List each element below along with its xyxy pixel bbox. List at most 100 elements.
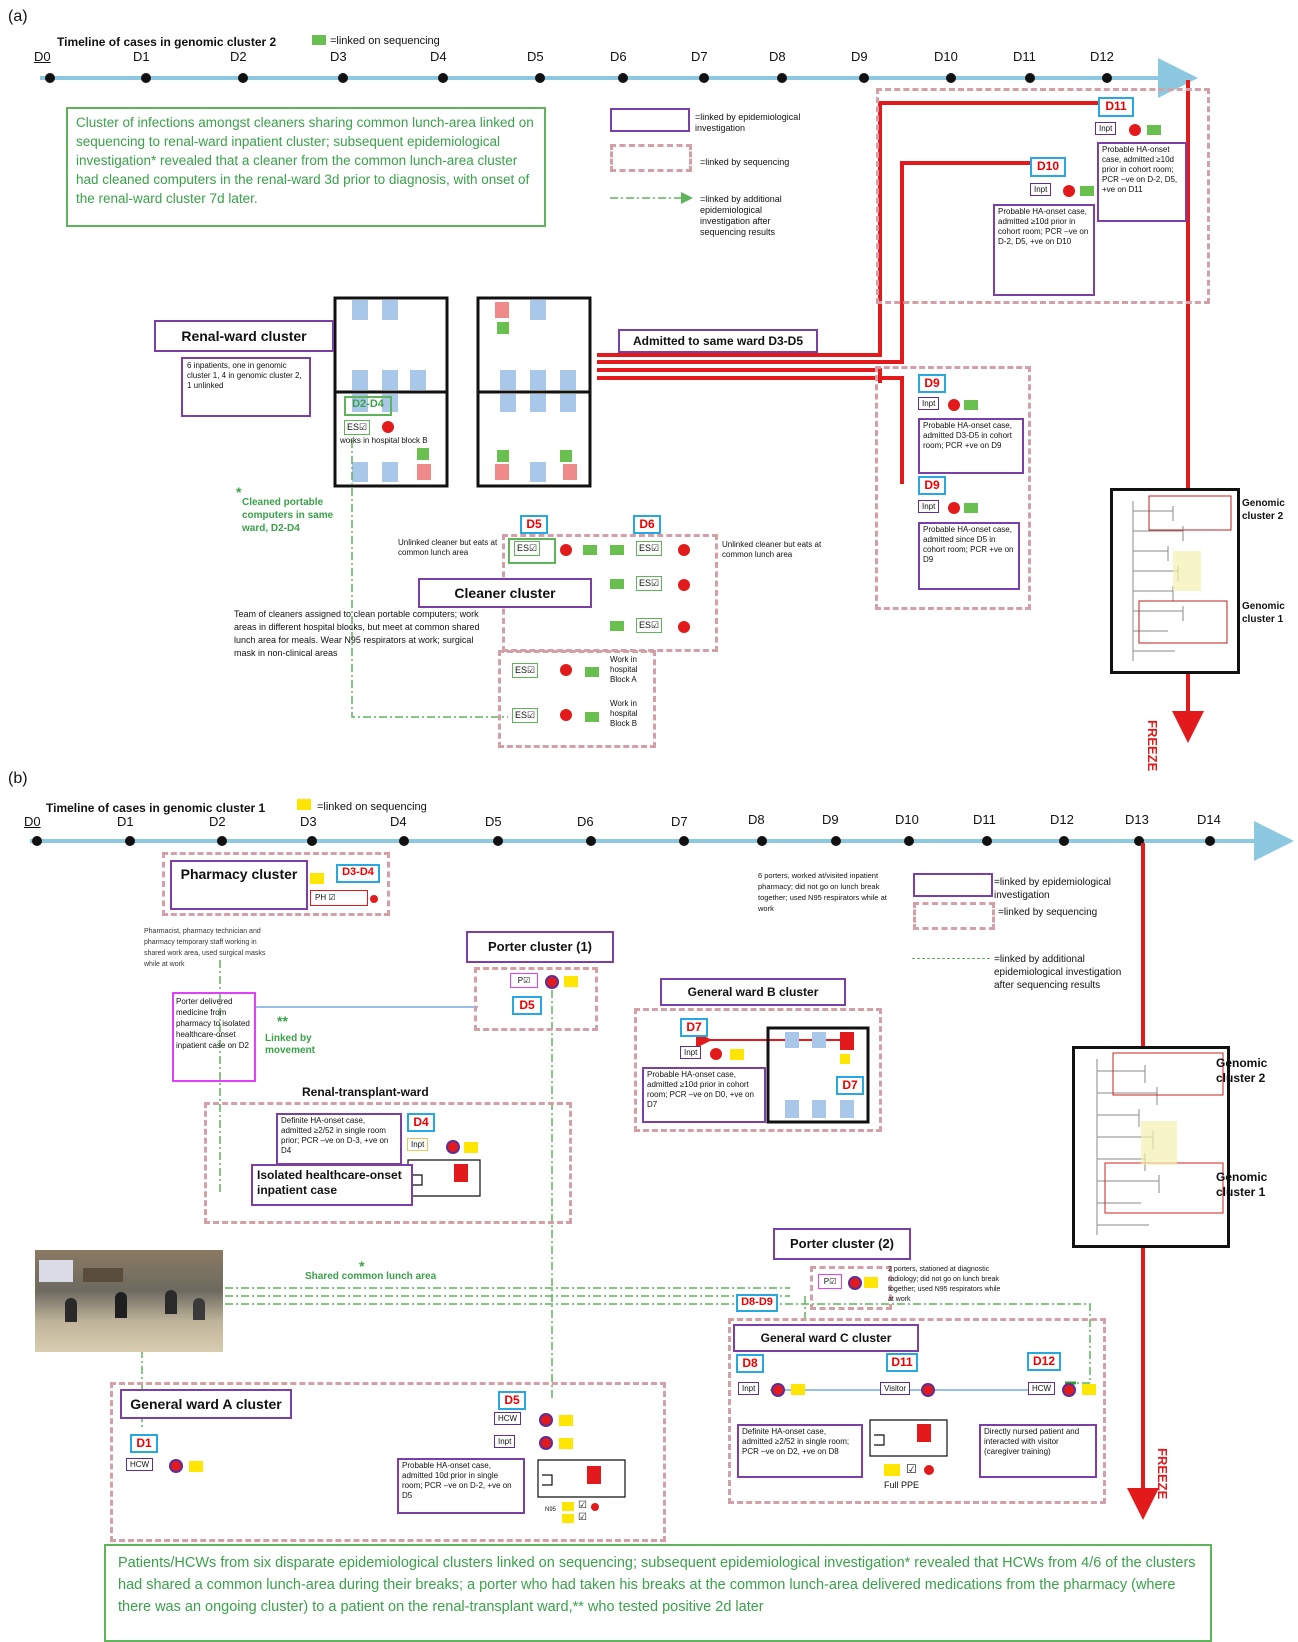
seq-box-d9: [875, 366, 1031, 610]
gwc-desc-1: Definite HA-onset case, admitted ≥2/52 i…: [737, 1424, 863, 1478]
admission-lines-a: [597, 101, 1098, 484]
n95-label: N95: [545, 1507, 557, 1513]
day-b-3: D3: [300, 814, 317, 829]
day-badge-d1: D1: [130, 1434, 158, 1453]
legend-add-a: =linked by additional epidemiological in…: [700, 194, 782, 237]
case-dot-d6c: [678, 621, 690, 633]
ph-check: PH ☑: [310, 890, 368, 906]
day-badge-d11-b: D11: [886, 1353, 918, 1372]
p-check-1: P☑: [510, 973, 538, 988]
seq-box-d10-d11: [876, 88, 1210, 304]
day-badge-d9b: D9: [918, 476, 946, 495]
renal-tx-desc: Definite HA-onset case, admitted ≥2/52 i…: [276, 1113, 402, 1165]
case-dot-pharmacy: [370, 895, 378, 903]
summary-box-a: Cluster of infections amongst cleaners s…: [66, 107, 546, 227]
inpt-d7: Inpt: [680, 1046, 702, 1059]
gwc-desc-2: Directly nursed patient and interacted w…: [979, 1424, 1097, 1478]
n95-yellow-1: [562, 1502, 574, 1511]
case-dot-d12: [1062, 1383, 1076, 1397]
timeline-a: [40, 58, 1198, 98]
day-badge-d5-gwa: D5: [498, 1391, 526, 1410]
day-a-7: D7: [691, 49, 708, 64]
ppe-yellow: [884, 1464, 900, 1476]
unlinked-right: Unlinked cleaner but eats at common lunc…: [722, 540, 822, 559]
inpt-d9a: Inpt: [918, 397, 940, 410]
day-badge-d6-a: D6: [633, 515, 661, 534]
legend-seq-b: =linked by sequencing: [998, 907, 1098, 918]
inpt-d8: Inpt: [738, 1382, 760, 1395]
legend-add-line-b: [912, 958, 990, 959]
case-dot-d7: [710, 1048, 722, 1060]
es-check-renal: ES☑: [344, 420, 371, 435]
day-a-8: D8: [769, 49, 786, 64]
seq-square-d1: [189, 1461, 203, 1472]
ppe-check-icon: ☑: [906, 1462, 917, 1476]
legend-seq-a: =linked by sequencing: [700, 157, 790, 167]
seq-box-gwa: [110, 1382, 666, 1542]
genomic-cluster1-a: Genomic cluster 1: [1242, 601, 1285, 625]
seq-square-pharmacy: [310, 873, 324, 884]
inpt-d5: Inpt: [494, 1435, 516, 1448]
seq-box-renal-tx: [204, 1102, 572, 1224]
day-b-0: D0: [24, 814, 41, 829]
seq-square-d11: [1147, 125, 1161, 135]
day-a-0: D0: [34, 49, 51, 64]
pharmacy-title: Pharmacy cluster: [170, 860, 308, 910]
seq-square-d8: [791, 1384, 805, 1395]
es-check-block-b: ES☑: [512, 708, 539, 723]
n95-check-1: ☑: [578, 1500, 587, 1511]
porter-delivered-note: Porter delivered medicine from pharmacy …: [172, 992, 256, 1082]
seq-square-porter2: [864, 1277, 878, 1288]
additional-links-a: [351, 192, 693, 718]
works-block-b: works in hospital block B: [340, 436, 428, 445]
cleaned-computers-note: Cleaned portable computers in same ward,…: [242, 497, 334, 534]
day-badge-d5-porter: D5: [512, 996, 542, 1015]
cleaner-cluster-title: Cleaner cluster: [418, 578, 592, 608]
es-check-block-a: ES☑: [512, 663, 539, 678]
seq-square-porter1: [564, 976, 578, 987]
case-dot-d1: [169, 1459, 183, 1473]
gwa-desc: Probable HA-onset case, admitted 10d pri…: [397, 1458, 525, 1514]
case-dot-d8: [771, 1383, 785, 1397]
legend-epi-b: =linked by epidemiological investigation: [994, 877, 1112, 901]
day-badge-d8-d9: D8-D9: [736, 1294, 778, 1312]
phylo-tree-b: [1072, 1046, 1230, 1248]
day-a-11: D11: [1013, 49, 1036, 64]
day-badge-d12: D12: [1027, 1352, 1061, 1371]
day-badge-d3-d4: D3-D4: [336, 864, 380, 883]
case-dot-d9b: [948, 502, 960, 514]
additional-links-b: [141, 960, 1091, 1430]
day-b-14: D14: [1197, 812, 1221, 827]
day-b-5: D5: [485, 814, 502, 829]
linked-seq-swatch-a: [312, 35, 326, 45]
seq-square-d12: [1082, 1384, 1096, 1395]
freeze-label-b: FREEZE: [1155, 1448, 1170, 1500]
seq-square-d5-hcw: [559, 1415, 573, 1426]
day-a-10: D10: [934, 49, 958, 64]
pharmacy-desc: Pharmacist, pharmacy technician and phar…: [144, 928, 266, 968]
es-box-d5: [508, 538, 556, 564]
day-a-5: D5: [527, 49, 544, 64]
day-a-2: D2: [230, 49, 247, 64]
seq-square-block-a: [585, 667, 599, 677]
case-dot-d10: [1063, 185, 1075, 197]
day-a-9: D9: [851, 49, 868, 64]
seq-square-d9a: [964, 400, 978, 410]
day-badge-d7b: D7: [836, 1076, 864, 1095]
seq-square-d5-inpt: [559, 1438, 573, 1449]
day-b-6: D6: [577, 814, 594, 829]
linked-seq-swatch-b: [297, 799, 311, 810]
genomic-cluster2-a: Genomic cluster 2: [1242, 498, 1285, 522]
seq-box-porter1: [474, 967, 598, 1031]
day-b-1: D1: [117, 814, 134, 829]
seq-square-d5: [583, 545, 597, 555]
ppe-dot: [924, 1465, 934, 1475]
genomic-cluster2-b: Genomic cluster 2: [1216, 1056, 1268, 1085]
day-b-9: D9: [822, 812, 839, 827]
case-dot-d11: [1129, 124, 1141, 136]
day-b-12: D12: [1050, 812, 1074, 827]
day-b-4: D4: [390, 814, 407, 829]
seq-box-gwc: [728, 1318, 1106, 1504]
linked-seq-legend-b: =linked on sequencing: [317, 801, 427, 813]
